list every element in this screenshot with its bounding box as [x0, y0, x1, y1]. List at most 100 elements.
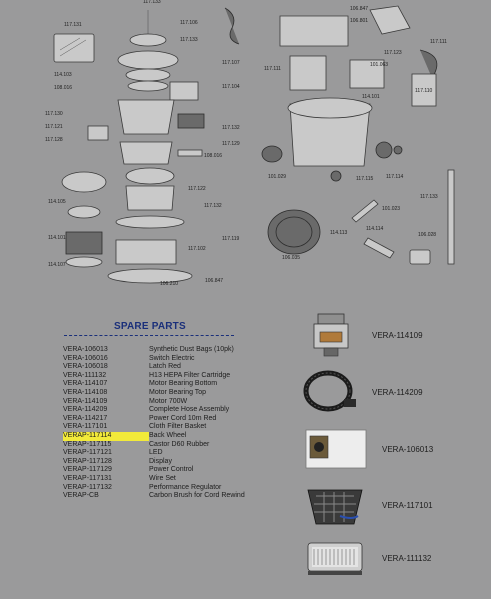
callout-label: 117.133 — [143, 0, 161, 5]
part-row: VERA-114217 Power Cord 10m Red — [63, 415, 245, 424]
part-description: Power Cord 10m Red — [149, 414, 217, 422]
part-description: Synthetic Dust Bags (10pk) — [149, 346, 234, 353]
part-row: VERAP-117132 Performance Regulator — [63, 484, 245, 493]
part-description: Latch Red — [149, 363, 181, 371]
part-code: VERAP-117121 — [63, 449, 112, 457]
part-code: VERAP-117129 — [63, 466, 112, 474]
thumbnail-label: VERA-111132 — [382, 553, 432, 563]
callout-label: 117.128 — [45, 137, 63, 143]
callout-label: 117.133 — [180, 37, 198, 43]
part-code: VERA-114217 — [63, 414, 108, 422]
thumbnail-motor: VERA-114109 — [300, 310, 480, 360]
part-description: Performance Regulator — [149, 483, 222, 491]
callout-label: 114.103 — [54, 72, 72, 78]
callout-label: 117.115 — [356, 176, 374, 182]
callout-label: 114.107 — [48, 262, 66, 268]
callout-label: 114.101 — [48, 235, 66, 241]
part-description: Castor D60 Rubber — [149, 440, 210, 448]
thumbnail-label: VERA-117101 — [382, 500, 433, 510]
callout-label: 106.210 — [160, 281, 178, 287]
callout-label: 106.028 — [418, 232, 436, 238]
part-description: Motor 700W — [149, 397, 188, 405]
callout-label: 117.104 — [222, 84, 240, 90]
callout-label: 106.035 — [282, 255, 300, 261]
part-code: VERA-106013 — [63, 346, 108, 353]
exploded-parts-diagram: 117.133 117.131 117.106 117.133 117.107 114.1… — [45, 0, 455, 287]
part-description: Carbon Brush for Cord Rewind — [149, 492, 245, 500]
callout-label: 117.130 — [45, 111, 63, 117]
part-description: Complete Hose Assembly — [149, 406, 230, 414]
part-description: Motor Bearing Bottom — [149, 380, 218, 388]
part-description: H13 HEPA Filter Cartridge — [149, 371, 231, 379]
callout-label: 117.110 — [415, 88, 433, 94]
thumbnail-label: VERA-114209 — [372, 387, 423, 397]
part-description: Display — [149, 457, 172, 465]
part-code: VERA-117101 — [63, 423, 108, 431]
hepa-filter-icon — [307, 542, 363, 575]
part-code: VERAP-117115 — [63, 440, 112, 448]
callout-label: 117.132 — [204, 203, 222, 209]
hose-icon — [303, 370, 356, 412]
callout-label: 114.105 — [48, 199, 66, 205]
part-row: VERA-106013 Synthetic Dust Bags (10pk) — [63, 346, 245, 355]
callout-label: 117.131 — [64, 22, 82, 28]
part-code: VERA-114109 — [63, 397, 108, 405]
callout-label: 117.102 — [188, 246, 206, 252]
part-code: VERAP-117132 — [63, 483, 112, 491]
thumbnail-hose: VERA-114209 — [300, 367, 480, 417]
part-code: VERA-106018 — [63, 363, 108, 371]
callout-label: 117.111 — [430, 39, 447, 45]
callout-label: 108.016 — [204, 153, 222, 159]
callout-label: 114.114 — [366, 226, 384, 232]
thumbnail-filter-basket: VERA-117101 — [300, 480, 480, 530]
spare-parts-title: SPARE PARTS — [114, 321, 186, 332]
part-row: VERAP-117115 Castor D60 Rubber — [63, 441, 245, 450]
part-description: Motor Bearing Top — [149, 388, 207, 396]
callout-label: 117.133 — [420, 194, 438, 200]
callout-label: 101.029 — [268, 174, 286, 180]
part-description: Switch Electric — [149, 354, 195, 362]
callout-label: 117.119 — [222, 236, 240, 242]
callout-label: 117.107 — [222, 60, 240, 66]
part-code: VERA-114108 — [63, 388, 108, 396]
part-description: Cloth Filter Basket — [149, 423, 207, 431]
part-description: Power Control — [149, 466, 194, 474]
motor-icon — [313, 313, 349, 357]
title-divider — [64, 335, 234, 336]
thumbnail-hepa-filter: VERA-111132 — [300, 533, 480, 583]
callout-label: 117.123 — [384, 50, 402, 56]
part-code: VERA-114107 — [63, 380, 108, 388]
callout-label: 117.106 — [180, 20, 198, 26]
part-row: VERA-114108 Motor Bearing Top — [63, 389, 245, 398]
part-code: VERA-114209 — [63, 406, 108, 414]
tank-assembly — [261, 5, 455, 265]
callout-label: 114.113 — [330, 230, 348, 236]
motor-head-assembly — [53, 7, 240, 284]
part-code: VERAP-CB — [63, 492, 99, 500]
part-callout-labels: 117.133 117.131 117.106 117.133 117.107 114.1… — [45, 0, 447, 287]
part-code: VERA-111132 — [63, 371, 107, 379]
callout-label: 106.847 — [205, 278, 223, 284]
part-code: VERAP-117114 — [63, 431, 149, 441]
callout-label: 106.801 — [350, 18, 368, 24]
part-code: VERAP-117131 — [63, 474, 112, 482]
filter-basket-icon — [307, 489, 363, 525]
part-description: Back Wheel — [149, 431, 187, 439]
dust-bag-icon — [305, 429, 367, 469]
part-row: VERAP-117128 Display — [63, 458, 245, 467]
callout-label: 117.111 — [264, 66, 281, 72]
callout-label: 117.121 — [45, 124, 63, 130]
part-row: VERA-117101 Cloth Filter Basket — [63, 423, 245, 432]
part-row: VERA-111132 H13 HEPA Filter Cartridge — [63, 372, 245, 381]
part-code: VERAP-117128 — [63, 457, 112, 465]
callout-label: 117.132 — [222, 125, 240, 131]
thumbnail-label: VERA-106013 — [382, 444, 434, 454]
callout-label: 114.101 — [362, 94, 380, 100]
callout-label: 106.847 — [350, 6, 368, 12]
callout-label: 108.016 — [54, 85, 72, 91]
part-row: VERAP-CB Carbon Brush for Cord Rewind — [63, 492, 245, 501]
thumbnail-label: VERA-114109 — [372, 330, 423, 340]
